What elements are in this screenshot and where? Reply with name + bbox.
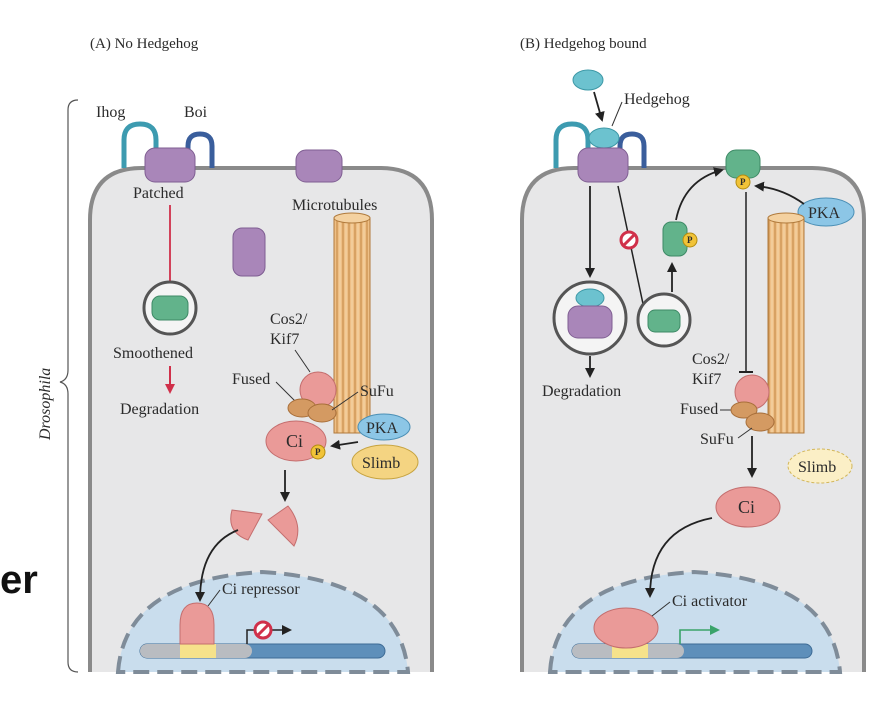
panel-b-pka — [797, 197, 855, 227]
panel-a-kif7-label: Kif7 — [270, 331, 299, 348]
panel-b-cos2-label: Cos2/ — [692, 351, 730, 368]
panel-b-smo-phospho-2 — [735, 174, 751, 190]
panel-a-dna-yellow — [180, 644, 216, 658]
panel-b-block-icon — [619, 230, 639, 250]
panel-b-blocked-inhibition — [617, 185, 647, 319]
panel-a-boi — [185, 131, 215, 168]
panel-a-ihog — [121, 121, 159, 168]
panel-b-hedgehog-bound — [588, 127, 620, 149]
panel-b-ci-activator — [593, 607, 659, 649]
panel-b-microtubules — [767, 217, 805, 434]
panel-b-slimb — [787, 448, 853, 484]
panel-b-smo-phospho-2-label: P — [740, 177, 746, 187]
panel-a-phospho — [310, 444, 326, 460]
panel-b-smo-phospho-1 — [682, 232, 698, 248]
panel-a-transcription-arrow — [246, 625, 292, 644]
side-bracket — [59, 99, 79, 673]
panel-a-pka-arrow — [330, 439, 359, 450]
panel-a-microtubules-label: Microtubules — [292, 197, 377, 214]
panel-a-title: (A) No Hedgehog — [90, 36, 199, 52]
panel-a-degradation-label: Degradation — [120, 401, 199, 418]
panel-a-ci-repressor-label: Ci repressor — [222, 581, 300, 598]
cropped-text-fragment: er — [0, 558, 38, 602]
panel-b-degraded-hedgehog — [575, 288, 605, 308]
panel-b-microtubules-top — [767, 212, 805, 224]
panel-b-hedgehog-free — [572, 69, 604, 91]
panel-b-sufu-label: SuFu — [700, 431, 734, 448]
panel-a-ci-fragment-2 — [267, 505, 299, 547]
panel-a-fused-label: Fused — [232, 371, 270, 388]
panel-b-kif7-label: Kif7 — [692, 371, 721, 388]
panel-a-cos2-label: Cos2/ — [270, 311, 308, 328]
panel-a-patched — [144, 147, 196, 183]
panel-a-sufu-label: SuFu — [360, 383, 394, 400]
panel-b-hedgehog-arrow — [593, 91, 605, 122]
panel-a-ci-repressor — [179, 602, 215, 645]
panel-b-ihog — [553, 121, 591, 168]
drosophila-label: Drosophila — [37, 368, 54, 441]
panel-a-sufu — [307, 403, 337, 423]
panel-a-slimb-label: Slimb — [362, 455, 400, 472]
panel-b-pka-arrow — [754, 181, 805, 205]
panel-b-fused — [730, 401, 758, 419]
panel-b-slimb-label: Slimb — [798, 459, 836, 476]
panel-a-ci-repressor-leader — [207, 589, 221, 607]
panel-a-slimb — [351, 444, 419, 480]
panel-a: (A) No Hedgehog Ci repressor Ihog Boi Pa… — [88, 36, 434, 674]
panel-b-degradation-label: Degradation — [542, 383, 621, 400]
panel-b-pka-label: PKA — [808, 205, 840, 222]
panel-a-boi-label: Boi — [184, 104, 208, 121]
panel-b-smo-to-membrane-arrow — [675, 167, 724, 221]
panel-a-microtubules — [333, 217, 371, 434]
panel-b-title: (B) Hedgehog bound — [520, 36, 647, 52]
panel-a-pka-label: PKA — [366, 420, 398, 437]
panel-a-ci-label: Ci — [286, 431, 303, 451]
panel-a-to-nucleus-arrow — [195, 529, 239, 602]
panel-b-ci — [715, 486, 781, 528]
panel-a-microtubules-top — [333, 212, 371, 224]
panel-b-degraded-patched — [567, 305, 613, 339]
panel-b-patched — [577, 147, 629, 183]
panel-b-smoothened-membrane — [725, 149, 761, 179]
panel-a-pka — [357, 413, 411, 441]
panel-a-block-icon — [253, 620, 273, 640]
panel-a-smoothened — [151, 295, 189, 321]
panel-b-fused-label: Fused — [680, 401, 718, 418]
panel-a-phospho-label: P — [315, 447, 321, 457]
panel-b-ci-activator-label: Ci activator — [672, 593, 748, 610]
panel-b-boi — [617, 131, 647, 168]
panel-b-to-nucleus-arrow — [645, 517, 713, 598]
panel-b-smoothened-in-vesicle — [647, 309, 681, 333]
panel-a-free-patched — [232, 227, 266, 277]
panel-a-patched-label: Patched — [133, 185, 184, 202]
panel-b-sufu — [745, 412, 775, 432]
panel-a-membrane-protein — [295, 149, 343, 183]
panel-b: (B) Hedgehog bound Ci activator Hedgehog… — [520, 36, 866, 674]
panel-b-hedgehog-label: Hedgehog — [624, 91, 690, 108]
panel-a-ihog-label: Ihog — [96, 104, 125, 121]
panel-a-smoothened-label: Smoothened — [113, 345, 193, 362]
panel-b-smo-phospho-1-label: P — [687, 235, 693, 245]
panel-b-ci-label: Ci — [738, 497, 755, 517]
panel-b-transcription-arrow — [679, 625, 720, 644]
